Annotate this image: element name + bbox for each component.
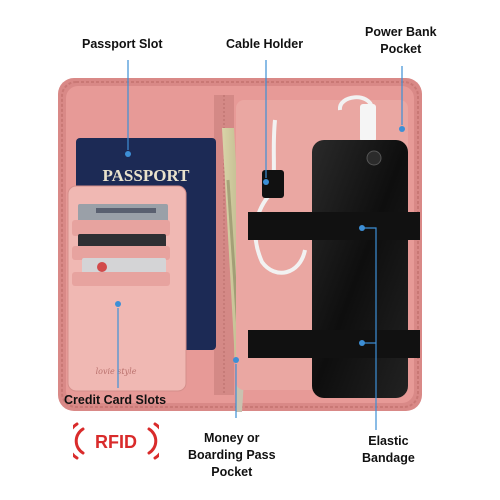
elastic-band-bottom xyxy=(248,330,420,358)
label-elastic-bandage: Elastic Bandage xyxy=(362,434,415,465)
card-slot-3 xyxy=(72,272,170,286)
callout-dot-icon xyxy=(399,126,405,132)
callout-dot-icon xyxy=(359,340,365,346)
usb-connector xyxy=(360,104,376,142)
callout-dot-icon xyxy=(115,301,121,307)
brand-logo: lovie style xyxy=(96,367,137,376)
card-slot-1 xyxy=(72,220,170,236)
elastic-band-top xyxy=(248,212,420,240)
label-power-bank-pocket: Power Bank Pocket xyxy=(365,25,437,56)
rfid-signal-icon xyxy=(73,422,159,460)
label-cable-holder: Cable Holder xyxy=(226,37,304,51)
callout-dot-icon xyxy=(359,225,365,231)
label-money-boarding-pass: Money or Boarding Pass Pocket xyxy=(188,431,276,479)
callouts xyxy=(115,60,405,430)
passport-text: PASSPORT xyxy=(103,166,191,185)
card-slot-2 xyxy=(72,246,170,260)
rfid-badge: RFID xyxy=(73,422,159,460)
label-credit-card-slots: Credit Card Slots xyxy=(64,393,167,407)
callout-dot-icon xyxy=(233,357,239,363)
card-3 xyxy=(82,258,166,274)
callout-dot-icon xyxy=(263,179,269,185)
label-passport-slot: Passport Slot xyxy=(82,37,163,51)
callout-dot-icon xyxy=(125,151,131,157)
rfid-text: RFID xyxy=(95,432,137,452)
home-button xyxy=(366,150,382,166)
cable-holder-strap xyxy=(262,170,284,198)
smartphone xyxy=(312,140,408,398)
